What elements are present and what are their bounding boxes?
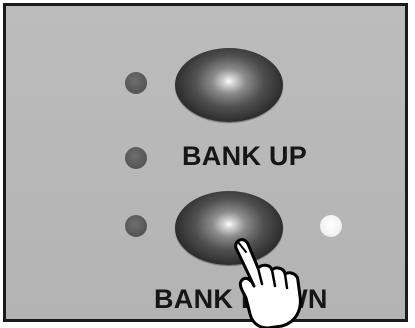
bank-up-button[interactable]	[175, 48, 283, 122]
indicator-led-2	[125, 147, 147, 169]
indicator-led-1	[125, 72, 147, 94]
control-panel: BANK UP BANK DOWN	[3, 3, 408, 322]
bank-up-label: BANK UP	[182, 141, 307, 172]
indicator-led-3	[125, 215, 147, 237]
pointing-hand-icon	[224, 228, 324, 328]
